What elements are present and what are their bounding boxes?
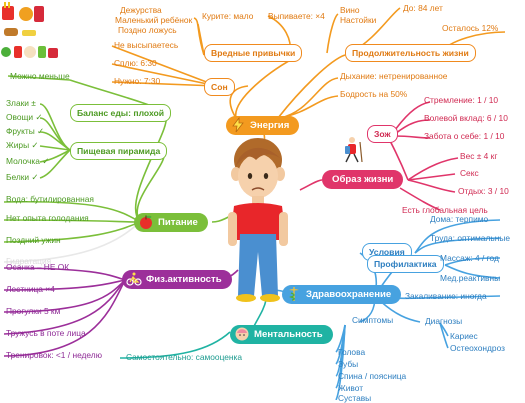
weight-value: Вес ± 4 кг	[460, 151, 498, 161]
prevention-node[interactable]: Профилактика	[367, 255, 444, 273]
not-enough-sleep: Не высыпаетесь	[114, 40, 179, 50]
healthcare-label: Здравоохранение	[306, 289, 392, 300]
fasting-experience: Нет опыта голодания	[6, 213, 89, 223]
healthy-lifestyle-label: Зож	[374, 129, 391, 139]
health-branch-lines	[274, 219, 501, 400]
mentality-hub[interactable]: Ментальность	[230, 325, 333, 344]
nutrition-label: Питание	[158, 217, 198, 228]
life-remaining: Осталось 12%	[442, 23, 499, 33]
late-bed: Поздно ложусь	[118, 25, 177, 35]
lifestyle-branch-lines	[299, 101, 459, 211]
pyramid-dairy: Молочка ✓	[6, 156, 50, 166]
need-sleep-time: Нужно: 7:30	[114, 76, 161, 86]
global-goal: Есть глобальная цель	[402, 205, 488, 215]
energy-hub[interactable]: Энергия	[226, 116, 300, 135]
diagnosis-osteochondrosis: Остеохондроз	[450, 343, 505, 353]
small-child: Маленький ребёнок	[115, 15, 193, 25]
rest-score: Отдых: 3 / 10	[458, 186, 509, 196]
fitness-label: Физ.активность	[146, 274, 222, 285]
lifestyle-label: Образ жизни	[332, 174, 394, 185]
food-icons-cluster	[1, 2, 58, 58]
brain-head-icon	[235, 327, 249, 341]
posture-status: Осанка – НЕ ОК	[6, 262, 70, 272]
pyramid-proteins: Белки ✓	[6, 172, 39, 182]
conditions-label: Условия	[369, 247, 405, 257]
alertness-level: Бодрость на 50%	[340, 89, 408, 99]
tinctures-item: Настойки	[340, 15, 377, 25]
drinking-value: Выпиваете: ×4	[268, 11, 325, 21]
symptom-joints: Суставы	[338, 393, 372, 403]
sleep-label: Сон	[211, 82, 228, 92]
lifestyle-hub[interactable]: Образ жизни	[322, 170, 404, 189]
sleep-time: Сплю: 6:30	[114, 58, 157, 68]
hiker-icon	[345, 137, 363, 163]
life-until-age: До: 84 лет	[403, 3, 443, 13]
symptom-back: Спина / поясница	[338, 371, 407, 381]
late-dinner: Поздний ужин	[6, 235, 61, 245]
night-shifts: Дежурства	[120, 5, 162, 15]
pyramid-fruits: Фрукты ✓	[6, 126, 45, 136]
pyramid-vegetables: Овощи ✓	[6, 112, 43, 122]
symptom-teeth: Зубы	[338, 359, 359, 369]
prevention-label: Профилактика	[374, 259, 437, 269]
mentality-label: Ментальность	[254, 329, 323, 340]
aspiration-score: Стремление: 1 / 10	[424, 95, 499, 105]
home-conditions: Дома: терпимо	[430, 214, 489, 224]
volition-score: Волевой вклад: 6 / 10	[424, 113, 508, 123]
central-boy-figure	[228, 138, 288, 302]
massage-frequency: Массаж: 4 / год	[440, 253, 499, 263]
symptoms-label: Симптомы	[352, 315, 394, 325]
caduceus-icon	[289, 287, 299, 301]
medical-reactive: Мед.реактивны	[440, 273, 501, 283]
life-expectancy-label: Продолжительность жизни	[352, 48, 469, 58]
walks-distance: Прогулки 5 км	[6, 306, 61, 316]
bad-habits-node[interactable]: Вредные привычки	[204, 44, 303, 62]
energy-label: Энергия	[250, 120, 290, 131]
smoking-value: Курите: мало	[202, 11, 254, 21]
pyramid-grains: Злаки ±	[6, 98, 36, 108]
hardening-frequency: Закаливание: иногда	[405, 291, 487, 301]
self-esteem: Самостоятельно: самооценка	[126, 352, 243, 362]
wine-item: Вино	[340, 5, 360, 15]
bad-habits-label: Вредные привычки	[211, 48, 296, 58]
food-balance-label: Баланс еды: плохой	[77, 108, 165, 118]
pyramid-fats: Жиры ✓	[6, 140, 39, 150]
diagnosis-caries: Кариес	[450, 331, 478, 341]
self-care-score: Забота о себе: 1 / 10	[424, 131, 505, 141]
workouts-per-week: Тренировок: <1 / неделю	[6, 350, 102, 360]
hydration: Гидратация	[6, 256, 52, 266]
water-type: Вода: бутилированная	[6, 194, 94, 204]
fitness-hub[interactable]: Физ.активность	[122, 270, 232, 289]
nutrition-hub[interactable]: Питание	[134, 213, 208, 232]
food-balance-node[interactable]: Баланс еды: плохой	[70, 104, 172, 122]
apple-icon	[140, 215, 152, 229]
symptom-stomach: Живот	[338, 383, 364, 393]
healthcare-hub[interactable]: Здравоохранение	[282, 285, 402, 304]
lightning-icon	[232, 117, 244, 133]
eat-less: Можно меньше	[10, 71, 70, 81]
stairs-count: Лестница ×4	[6, 284, 55, 294]
fitness-branch-lines	[3, 267, 239, 357]
sex-item: Секс	[460, 168, 479, 178]
diagnoses-label: Диагнозы	[425, 316, 463, 326]
symptom-head: Голова	[338, 347, 366, 357]
healthy-lifestyle-node[interactable]: Зож	[367, 125, 398, 143]
food-pyramid-label: Пищевая пирамида	[77, 146, 161, 156]
food-pyramid-node[interactable]: Пищевая пирамида	[70, 142, 168, 160]
breathing-status: Дыхание: нетренированное	[340, 71, 448, 81]
work-conditions: Труда: оптимальные	[430, 233, 510, 243]
bicycle-icon	[126, 272, 142, 286]
sleep-node[interactable]: Сон	[204, 78, 235, 96]
life-expectancy-node[interactable]: Продолжительность жизни	[345, 44, 476, 62]
work-sweat: Тружусь в поте лица	[6, 328, 86, 338]
